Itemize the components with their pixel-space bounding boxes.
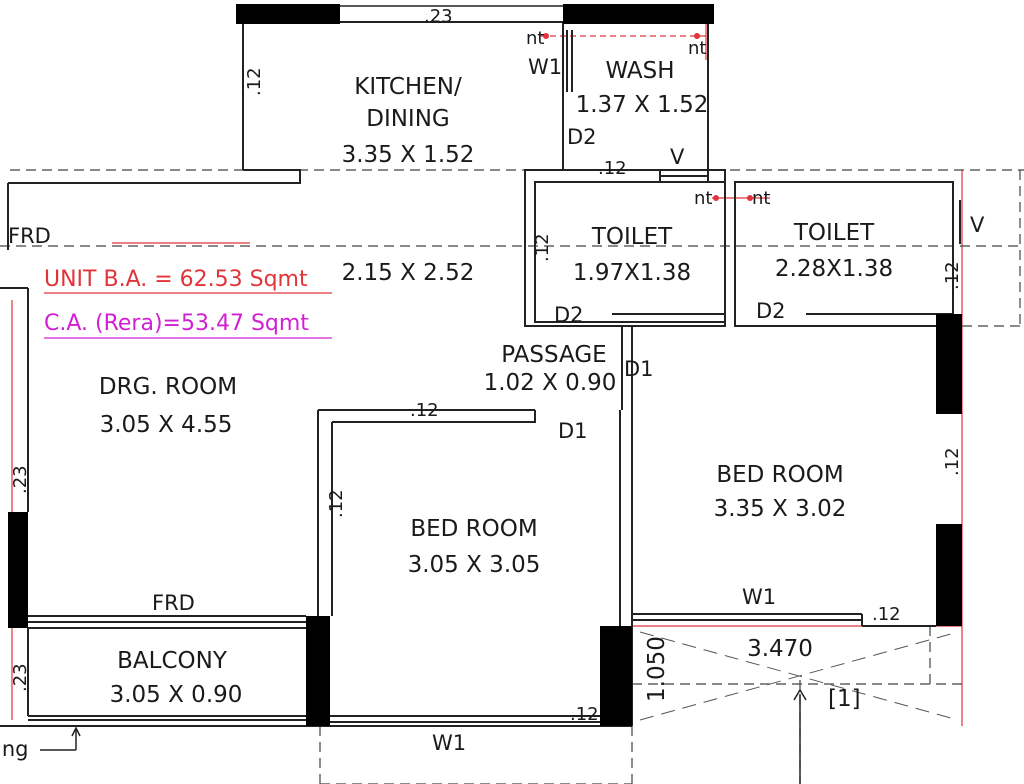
kitchen-label-line1: KITCHEN/: [354, 74, 462, 100]
drawing-room-size: 3.05 X 4.55: [100, 412, 233, 438]
wall-12-bed1-bottom: .12: [570, 704, 599, 725]
nt-tag-1: nt: [526, 28, 544, 49]
w1-tag-bottom: W1: [432, 731, 466, 755]
cut-off-label: ing: [0, 737, 28, 761]
shaft-arrow: [793, 688, 807, 784]
frd-tag-balcony: FRD: [152, 591, 195, 615]
shaft-depth: 1.050: [644, 636, 670, 702]
toilet2-size: 2.28X1.38: [775, 256, 893, 282]
kitchen-label-line2: DINING: [366, 106, 450, 132]
bed-room-1-label: BED ROOM: [410, 516, 537, 542]
shaft-ref: [1]: [828, 686, 861, 712]
d1-tag-bed1: D1: [558, 419, 588, 443]
toilet1-size: 1.97X1.38: [573, 260, 691, 286]
frd-tag-top: FRD: [8, 224, 51, 248]
passage-label: PASSAGE: [501, 342, 606, 368]
top-window: [340, 5, 563, 23]
carpet-area: C.A. (Rera)=53.47 Sqmt: [44, 311, 309, 336]
nt-tag-2: nt: [688, 38, 706, 59]
shaft-width: 3.470: [747, 636, 813, 662]
balcony-label: BALCONY: [117, 648, 228, 674]
red-markers: [543, 33, 753, 201]
shaft-cross: [639, 631, 959, 721]
entry-arrow: [40, 726, 81, 751]
hall-size: 2.15 X 2.52: [342, 260, 475, 286]
bed-room-1-size: 3.05 X 3.05: [408, 552, 541, 578]
wall-12-bed2-right: .12: [942, 447, 963, 476]
wall-12-bed2-bottom: .12: [872, 604, 901, 625]
walls: [0, 21, 961, 727]
wall-12-bed1-left: .12: [326, 489, 347, 518]
wall-12-kitchen: .12: [244, 67, 265, 96]
wall-12-bed1-top: .12: [410, 400, 439, 421]
d1-tag-passage: D1: [624, 357, 654, 381]
d2-tag-toilet2: D2: [756, 299, 786, 323]
wall-23-left-upper: .23: [10, 465, 31, 494]
wash-size: 1.37 X 1.52: [576, 92, 709, 118]
nt-tag-3: nt: [694, 188, 712, 209]
bed-room-2-size: 3.35 X 3.02: [714, 496, 847, 522]
wall-12-toilet2: .12: [942, 261, 963, 290]
d2-tag-toilet1: D2: [554, 303, 584, 327]
kitchen-size: 3.35 X 1.52: [342, 142, 475, 168]
v-tag-wash: V: [670, 145, 685, 169]
bed-room-2-label: BED ROOM: [716, 462, 843, 488]
wash-label: WASH: [605, 58, 674, 84]
toilet2-label: TOILET: [793, 220, 875, 246]
toilet1-label: TOILET: [591, 224, 673, 250]
wall-12-wash: .12: [598, 158, 627, 179]
passage-size: 1.02 X 0.90: [484, 370, 617, 396]
columns: [8, 4, 962, 726]
w1-tag-wash: W1: [528, 55, 562, 79]
balcony-size: 3.05 X 0.90: [110, 682, 243, 708]
drawing-room-label: DRG. ROOM: [99, 374, 237, 400]
wall-23-top: .23: [424, 6, 453, 27]
wall-12-toilet1: .12: [532, 233, 553, 262]
wall-23-left-lower: .23: [10, 663, 31, 692]
nt-tag-4: nt: [752, 188, 770, 209]
w1-tag-bed2: W1: [742, 585, 776, 609]
d2-tag-wash: D2: [567, 125, 597, 149]
unit-built-area: UNIT B.A. = 62.53 Sqmt: [44, 267, 308, 292]
v-tag-toilet2: V: [970, 213, 985, 237]
